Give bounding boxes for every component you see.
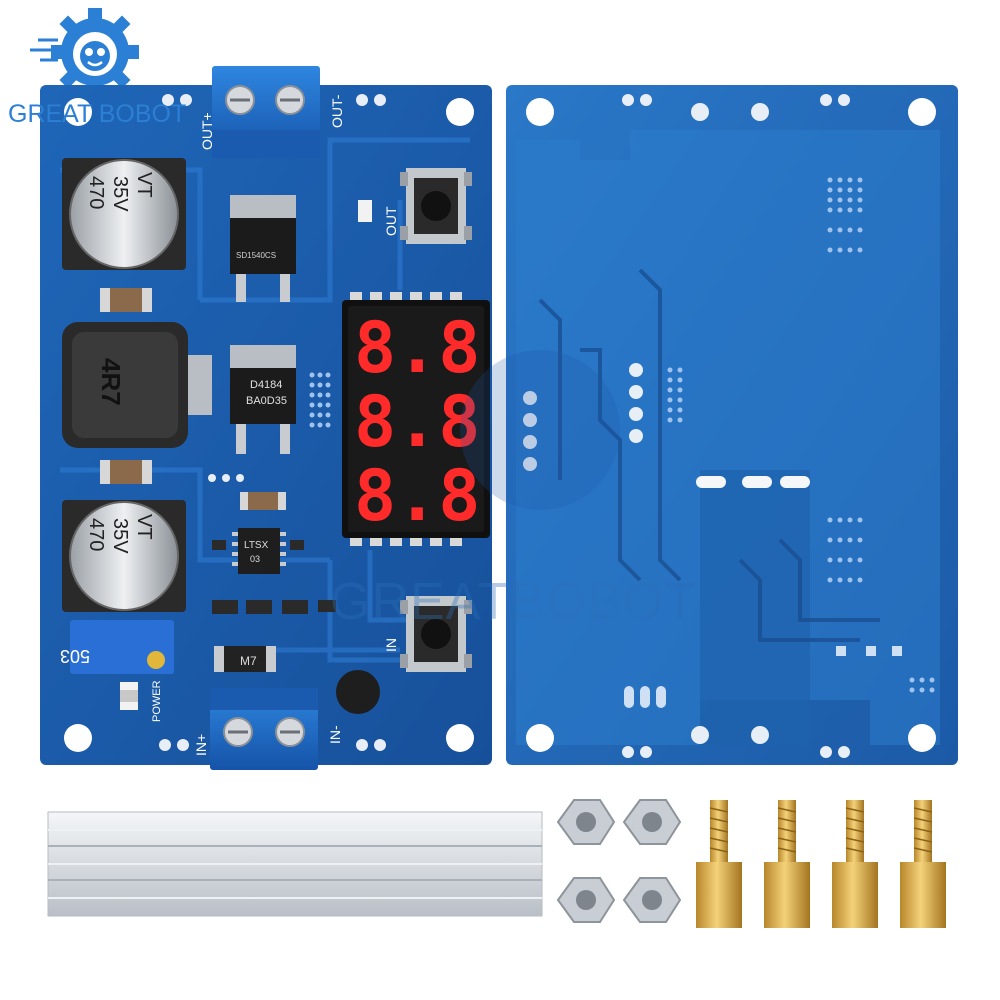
label-in-pos: IN+ [193, 734, 209, 756]
label-in-button: IN [383, 638, 399, 652]
display-digit-1: 8.8 [354, 307, 480, 389]
hex-nut [622, 799, 682, 845]
in-button [400, 596, 472, 672]
hex-nut [556, 799, 616, 845]
rectifier-diode: M7 [214, 646, 276, 672]
label-out-pos: OUT+ [199, 112, 215, 150]
svg-text:M7: M7 [240, 654, 257, 668]
display-digit-2: 8.8 [354, 381, 480, 463]
svg-text:SD1540CS: SD1540CS [236, 251, 276, 260]
potentiometer: 503 [60, 620, 174, 674]
transistor [336, 670, 380, 714]
capacitor-top: VT 35V 470 [62, 158, 186, 270]
svg-text:BA0D35: BA0D35 [246, 395, 287, 407]
schottky-diode: SD1540CS [230, 195, 296, 302]
svg-text:D4184: D4184 [250, 379, 282, 391]
brass-standoff [764, 800, 810, 928]
label-out-neg: OUT- [329, 94, 345, 128]
out-button [400, 168, 472, 244]
brass-standoff [696, 800, 742, 928]
watermark-text: GREATBOBOT [330, 573, 698, 631]
watermark-gear-icon [460, 350, 620, 510]
inductor: 4R7 [62, 322, 212, 448]
svg-text:03: 03 [250, 554, 260, 564]
label-in-neg: IN- [327, 725, 343, 744]
svg-text:VT: VT [133, 514, 155, 540]
svg-text:35V: 35V [109, 518, 131, 554]
heatsink [47, 811, 543, 917]
svg-text:35V: 35V [109, 176, 131, 212]
svg-text:470: 470 [85, 176, 107, 209]
svg-text:503: 503 [60, 646, 90, 666]
svg-text:4R7: 4R7 [96, 358, 126, 406]
controller-ic: LTSX 03 [232, 528, 286, 574]
label-out-button: OUT [383, 206, 399, 236]
svg-text:LTSX: LTSX [244, 540, 269, 551]
capacitor-bottom: VT 35V 470 [62, 500, 186, 612]
hex-nut [622, 877, 682, 923]
brass-standoff [832, 800, 878, 928]
input-terminal [210, 688, 318, 770]
display-digit-3: 8.8 [354, 455, 480, 537]
brand-logo [30, 8, 139, 96]
mosfet-regulator: D4184 BA0D35 [230, 345, 296, 454]
hex-nut [556, 877, 616, 923]
pcb-front: OUT+ OUT- VT 35V 470 4R7 [40, 66, 492, 770]
label-power: POWER [151, 680, 163, 722]
svg-text:VT: VT [133, 172, 155, 198]
brand-name: GREAT BOBOT [8, 100, 187, 128]
pcb-back [506, 85, 958, 765]
power-led [120, 682, 138, 710]
output-terminal [212, 66, 320, 158]
svg-text:470: 470 [85, 518, 107, 551]
led-display: 8.8 8.8 8.8 [342, 292, 490, 546]
brass-standoff [900, 800, 946, 928]
